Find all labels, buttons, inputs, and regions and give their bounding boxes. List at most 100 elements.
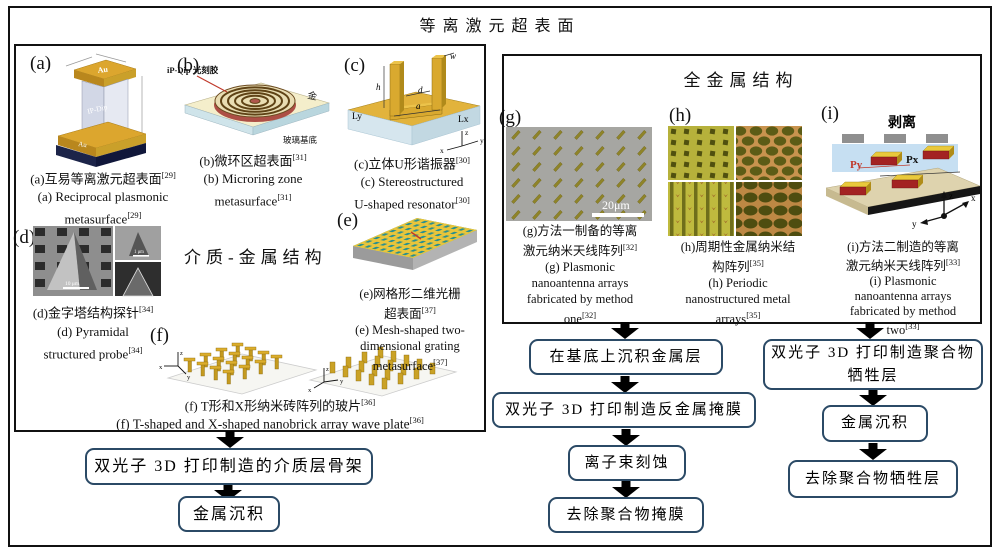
panel-f-axis-z-label: z [180, 350, 183, 357]
panel-c-a-label: a [416, 101, 421, 111]
panel-b-tag: (b) [177, 55, 200, 76]
panel-i-axis-z-label: z [949, 191, 953, 201]
group-label-dielectric-metal: 介质-金属结构 [184, 248, 327, 267]
panel-g-scale-label: 20μm [602, 198, 630, 212]
caption-line: (d)金字塔结构探针[34] [32, 304, 154, 321]
caption-line: nanostructured metal [685, 292, 791, 307]
caption-line: (e)网格形二维光栅 [359, 287, 461, 301]
caption-line: metasurface[37] [372, 357, 448, 374]
panel-d-tag: (d) [13, 227, 36, 248]
caption-line: (c) Stereostructured [360, 174, 464, 190]
panel-i-axis-y-label: y [912, 219, 917, 229]
caption-line: structured probe[34] [43, 345, 143, 362]
flow-step-dielectric-skeleton: 双光子 3D 打印制造的介质层骨架 [85, 448, 373, 485]
caption-line: (h) Periodic [708, 276, 768, 291]
panel-a-illustration: Au IP-Dip Au [56, 53, 147, 167]
panel-d-illustration: 10 μm 1 μm [33, 226, 161, 297]
panel-c-caption: (c)立体U形谐振器[30] (c) Stereostructured U-sh… [333, 151, 491, 214]
caption-line: (e) Mesh-shaped two- [355, 323, 465, 338]
caption-line: arrays[35] [715, 310, 761, 327]
caption-line: 构阵列[35] [712, 258, 764, 275]
caption-line: (i) Plasmonic [869, 274, 937, 289]
flow-arrow-down [856, 322, 884, 339]
caption-line: (g) Plasmonic [545, 260, 615, 275]
caption-line: (h)周期性金属纳米结 [680, 240, 796, 254]
caption-line: nanoantenna arrays [531, 276, 629, 291]
panel-f-illustration: z x y z y x [159, 342, 458, 397]
panel-b-gold-label: 金 [306, 89, 318, 103]
caption-line: nanoantenna arrays [854, 289, 952, 304]
flow-arrow-down [859, 443, 887, 460]
panel-g-illustration: 20μm [506, 127, 652, 221]
caption-line: dimensional grating [360, 339, 460, 354]
group-label-all-metal: 全金属结构 [683, 71, 799, 90]
panel-f-axis-y2-label: y [340, 378, 344, 385]
panel-c-ly-label: Ly [352, 112, 362, 122]
panel-b-illustration: iP-Dip 光刻胶 金 玻璃基底 [167, 65, 331, 145]
flow-arrow-down [612, 429, 640, 446]
panel-c-axis-y-label: y [480, 136, 484, 145]
panel-h-illustration [668, 126, 802, 236]
panel-i-py-label: Py [850, 159, 863, 171]
caption-line: 激元纳米天线阵列[33] [845, 257, 961, 274]
caption-line: fabricated by method [526, 292, 634, 307]
flow-arrow-down [611, 322, 639, 339]
panel-f-axis-z2-label: z [326, 366, 329, 373]
panel-d-caption: (d)金字塔结构探针[34] (d) Pyramidal structured … [12, 300, 174, 364]
flow-step-remove-polymer-mask: 去除聚合物掩膜 [548, 497, 704, 533]
panel-e-caption: (e)网格形二维光栅 超表面[37] (e) Mesh-shaped two- … [330, 286, 490, 374]
caption-line: (i)方法二制造的等离 [847, 240, 959, 254]
panel-h-caption: (h)周期性金属纳米结 构阵列[35] (h) Periodic nanostr… [658, 239, 818, 327]
panel-c-lx-label: Lx [458, 115, 469, 125]
caption-line: (c)立体U形谐振器[30] [354, 155, 470, 172]
panel-f-tag: (f) [150, 325, 169, 346]
panel-c-w-label: w [450, 51, 456, 61]
caption-line: (g)方法一制备的等离 [522, 224, 638, 238]
caption-line: one[32] [563, 310, 597, 327]
panel-i-tag: (i) [821, 103, 839, 124]
flow-step-ion-beam-etching: 离子束刻蚀 [568, 445, 686, 481]
flow-arrow-down [612, 481, 640, 498]
panel-a-caption: (a)互易等离激元超表面[29] (a) Reciprocal plasmoni… [12, 166, 194, 229]
flow-arrow-down [216, 431, 244, 448]
caption-line: U-shaped resonator[30] [354, 195, 470, 212]
flow-step-metal-deposition-left: 金属沉积 [178, 496, 280, 532]
panel-e-illustration [353, 218, 477, 270]
panel-d-scale-large-label: 10 μm [65, 281, 80, 287]
caption-line: (d) Pyramidal [57, 324, 129, 340]
flow-step-remove-sacrificial-layer: 去除聚合物牺牲层 [788, 460, 958, 498]
figure-title: 等离激元超表面 [419, 18, 581, 35]
panel-c-axis-z-label: z [465, 128, 469, 137]
caption-line: metasurface[31] [214, 192, 292, 209]
panel-f-axis-x2-label: x [308, 387, 312, 394]
panel-c-axis-x-label: x [440, 146, 444, 154]
panel-i-illustration: 剥离 Py Px z x y [825, 114, 981, 229]
flow-step-print-sacrificial-layer: 双光子 3D 打印制造聚合物牺牲层 [763, 339, 983, 390]
panel-d-scale-small-label: 1 μm [134, 250, 144, 255]
panel-i-peel-label: 剥离 [888, 114, 916, 131]
panel-c-h-label: h [376, 82, 381, 92]
panel-i-caption: (i)方法二制造的等离 激元纳米天线阵列[33] (i) Plasmonic n… [824, 240, 982, 338]
flow-step-deposit-metal-on-substrate: 在基底上沉积金属层 [529, 339, 723, 375]
panel-g-caption: (g)方法一制备的等离 激元纳米天线阵列[32] (g) Plasmonic n… [502, 223, 658, 327]
panel-b-resist-label: iP-Dip 光刻胶 [167, 65, 219, 75]
caption-line: (a)互易等离激元超表面[29] [30, 170, 176, 187]
flow-step-print-inverse-metal-mask: 双光子 3D 打印制造反金属掩膜 [492, 392, 756, 428]
caption-line: (b) Microring zone [203, 171, 303, 187]
panel-a-au-bottom-label: Au [78, 140, 88, 149]
panel-g-tag: (g) [499, 107, 522, 128]
panel-i-axis-x-label: x [971, 193, 976, 203]
panel-b-substrate-label: 玻璃基底 [283, 135, 318, 145]
flow-arrow-down [611, 376, 639, 393]
panel-i-px-label: Px [906, 154, 919, 166]
panel-f-caption-zh: (f) T形和X形纳米砖阵列的玻片[36] [184, 397, 376, 414]
panel-a-au-top-label: Au [97, 65, 109, 75]
caption-line: (b)微环区超表面[31] [199, 152, 307, 169]
panel-c-tag: (c) [344, 55, 366, 76]
caption-line: 超表面[37] [384, 305, 436, 322]
panel-f-axis-x-label: x [159, 364, 163, 371]
flow-arrow-down [859, 389, 887, 406]
panel-c-d-label: d [418, 85, 423, 95]
panel-f-axis-y-label: y [187, 374, 191, 381]
caption-line: (a) Reciprocal plasmonic [37, 189, 169, 205]
